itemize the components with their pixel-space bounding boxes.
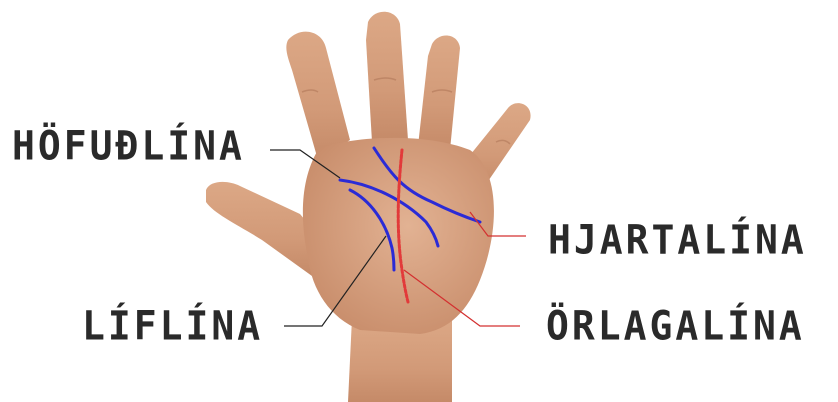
ring-finger [418, 35, 460, 150]
label-heart-line: HJARTALÍNA [548, 217, 807, 263]
label-head-line: HÖFUÐLÍNA [12, 123, 245, 169]
middle-finger [366, 12, 408, 142]
label-fate-line: ÖRLAGALÍNA [546, 303, 805, 349]
label-life-line: LÍFLÍNA [82, 303, 263, 349]
index-finger [286, 32, 350, 160]
